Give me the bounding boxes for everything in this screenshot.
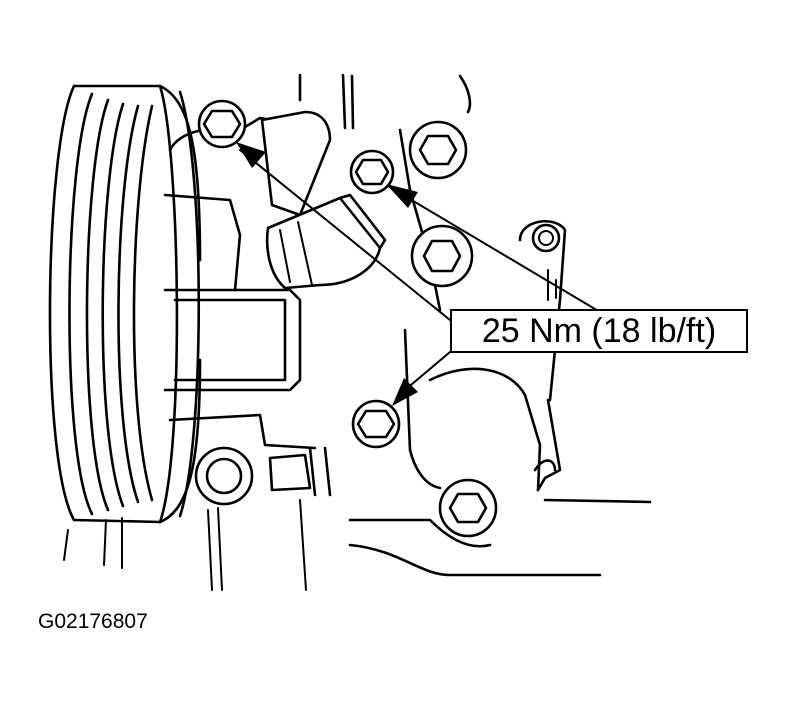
- arrowheads: [236, 142, 418, 406]
- bolt-top-left: [197, 99, 247, 149]
- bolt-top-center: [349, 149, 395, 195]
- torque-spec-callout: 25 Nm (18 lb/ft): [450, 309, 748, 353]
- leader-lines: [239, 149, 601, 391]
- bolt-lower-center: [351, 399, 401, 449]
- hose-fitting: [260, 110, 387, 497]
- arrowhead-top-left-bolt: [236, 142, 266, 168]
- pump-body: [163, 73, 652, 577]
- bolt-middle-right: [410, 224, 474, 288]
- figure-id: G02176807: [38, 610, 148, 633]
- pulley: [48, 84, 202, 569]
- bolt-top-right: [408, 120, 468, 180]
- bolt-bottom-left: [194, 446, 307, 591]
- arrowhead-top-center-bolt: [386, 184, 418, 208]
- arrowhead-lower-center-bolt: [392, 378, 418, 406]
- bolt-far-right: [531, 223, 561, 253]
- bolt-bottom-right: [438, 478, 498, 538]
